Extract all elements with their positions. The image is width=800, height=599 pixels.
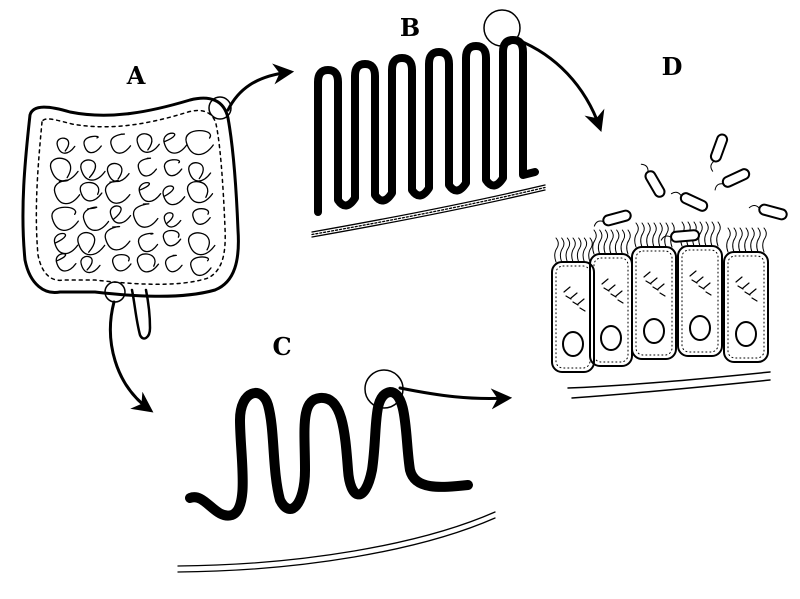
muscle-layer-c [177,511,496,567]
bacterium [660,229,700,243]
flow-arrows [108,38,605,413]
small-intestine-coils [50,129,216,277]
panel-label-c: C [272,332,291,361]
bacterium [670,191,709,212]
bacterium [748,203,788,221]
epithelial-cell [551,237,595,373]
arrow-b-to-d [516,38,605,132]
bacteria [593,133,788,243]
epithelial-cell [723,227,769,363]
panel-a-intestines [21,96,240,340]
flattened-mucosa-outline [185,387,473,521]
epithelial-cell [677,221,723,357]
panel-b-villi [311,9,546,238]
panel-label-b: B [400,13,420,42]
panel-label-a: A [126,61,146,90]
epithelial-cells [551,221,769,373]
bacterium [593,209,632,227]
epithelial-cell [589,229,633,367]
muscle-layer-b [311,184,546,233]
bacterium [640,163,666,198]
epithelial-cell [631,222,677,360]
arrow-c-to-d [398,386,513,410]
bacterium [709,133,729,172]
bacterium [714,168,751,191]
arrow-a-to-c [108,300,154,413]
panel-d-epithelial-cells [551,133,788,399]
basement-membrane-d [567,371,771,389]
magnifier-circle-b [483,9,521,47]
panel-c-flattened-mucosa [177,369,496,573]
magnifier-circle-a-upper [208,96,232,120]
panel-label-d: D [662,52,683,81]
arrow-a-to-b [226,63,295,112]
